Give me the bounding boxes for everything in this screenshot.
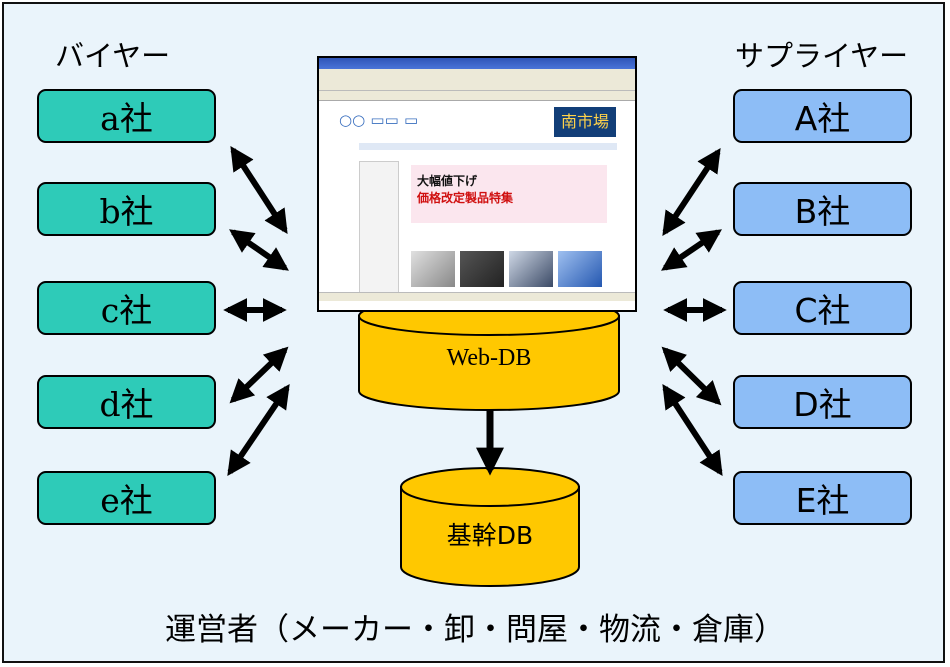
arrow-supplier-e <box>662 383 723 477</box>
buyer-box-b: b社 <box>37 182 216 236</box>
browser-statusbar <box>319 292 635 301</box>
supplier-box-c: C社 <box>733 281 912 335</box>
browser-address-bar <box>319 91 635 101</box>
buyer-box-d: d社 <box>37 375 216 429</box>
product-thumb <box>460 251 504 287</box>
product-thumb <box>509 251 553 287</box>
promo-text: 大幅値下げ 価格改定製品特集 <box>417 173 513 207</box>
suppliers-header: サプライヤー <box>735 39 909 73</box>
buyers-header: バイヤー <box>55 39 171 73</box>
site-sidebar <box>359 161 399 293</box>
shop-logo: 南市場 <box>554 107 616 137</box>
browser-menubar <box>319 69 635 77</box>
supplier-box-d: D社 <box>733 375 912 429</box>
arrow-buyer-e <box>227 384 290 476</box>
promo-banner <box>411 165 607 223</box>
buyer-box-c: c社 <box>37 281 216 335</box>
site-logo-banner: ○○ ▭▭ ▭ <box>339 111 419 129</box>
operator-caption: 運営者（メーカー・卸・問屋・物流・倉庫） <box>165 612 785 648</box>
arrow-supplier-d <box>661 346 722 406</box>
arrow-buyer-d <box>229 346 289 404</box>
product-thumb <box>558 251 602 287</box>
browser-content: ○○ ▭▭ ▭ 南市場 大幅値下げ 価格改定製品特集 <box>319 101 635 301</box>
product-thumb <box>411 251 455 287</box>
promo-line-1: 大幅値下げ <box>417 174 478 188</box>
arrow-buyer-b <box>229 229 289 271</box>
core-db-label: 基幹DB <box>447 521 533 550</box>
supplier-box-b: B社 <box>733 182 912 236</box>
site-nav-bar <box>359 143 617 150</box>
arrow-buyer-a <box>230 145 288 235</box>
promo-line-2: 価格改定製品特集 <box>417 191 514 205</box>
buyer-box-a: a社 <box>37 89 216 143</box>
browser-toolbar <box>319 77 635 91</box>
arrow-supplier-b <box>661 229 722 271</box>
buyer-box-e: e社 <box>37 471 216 525</box>
web-browser-screenshot: ○○ ▭▭ ▭ 南市場 大幅値下げ 価格改定製品特集 <box>317 56 637 312</box>
core-db-cylinder <box>400 467 580 587</box>
supplier-box-e: E社 <box>733 471 912 525</box>
supplier-box-a: A社 <box>733 89 912 143</box>
arrow-supplier-a <box>662 147 721 237</box>
web-db-label: Web-DB <box>447 345 532 371</box>
browser-titlebar <box>319 58 635 69</box>
